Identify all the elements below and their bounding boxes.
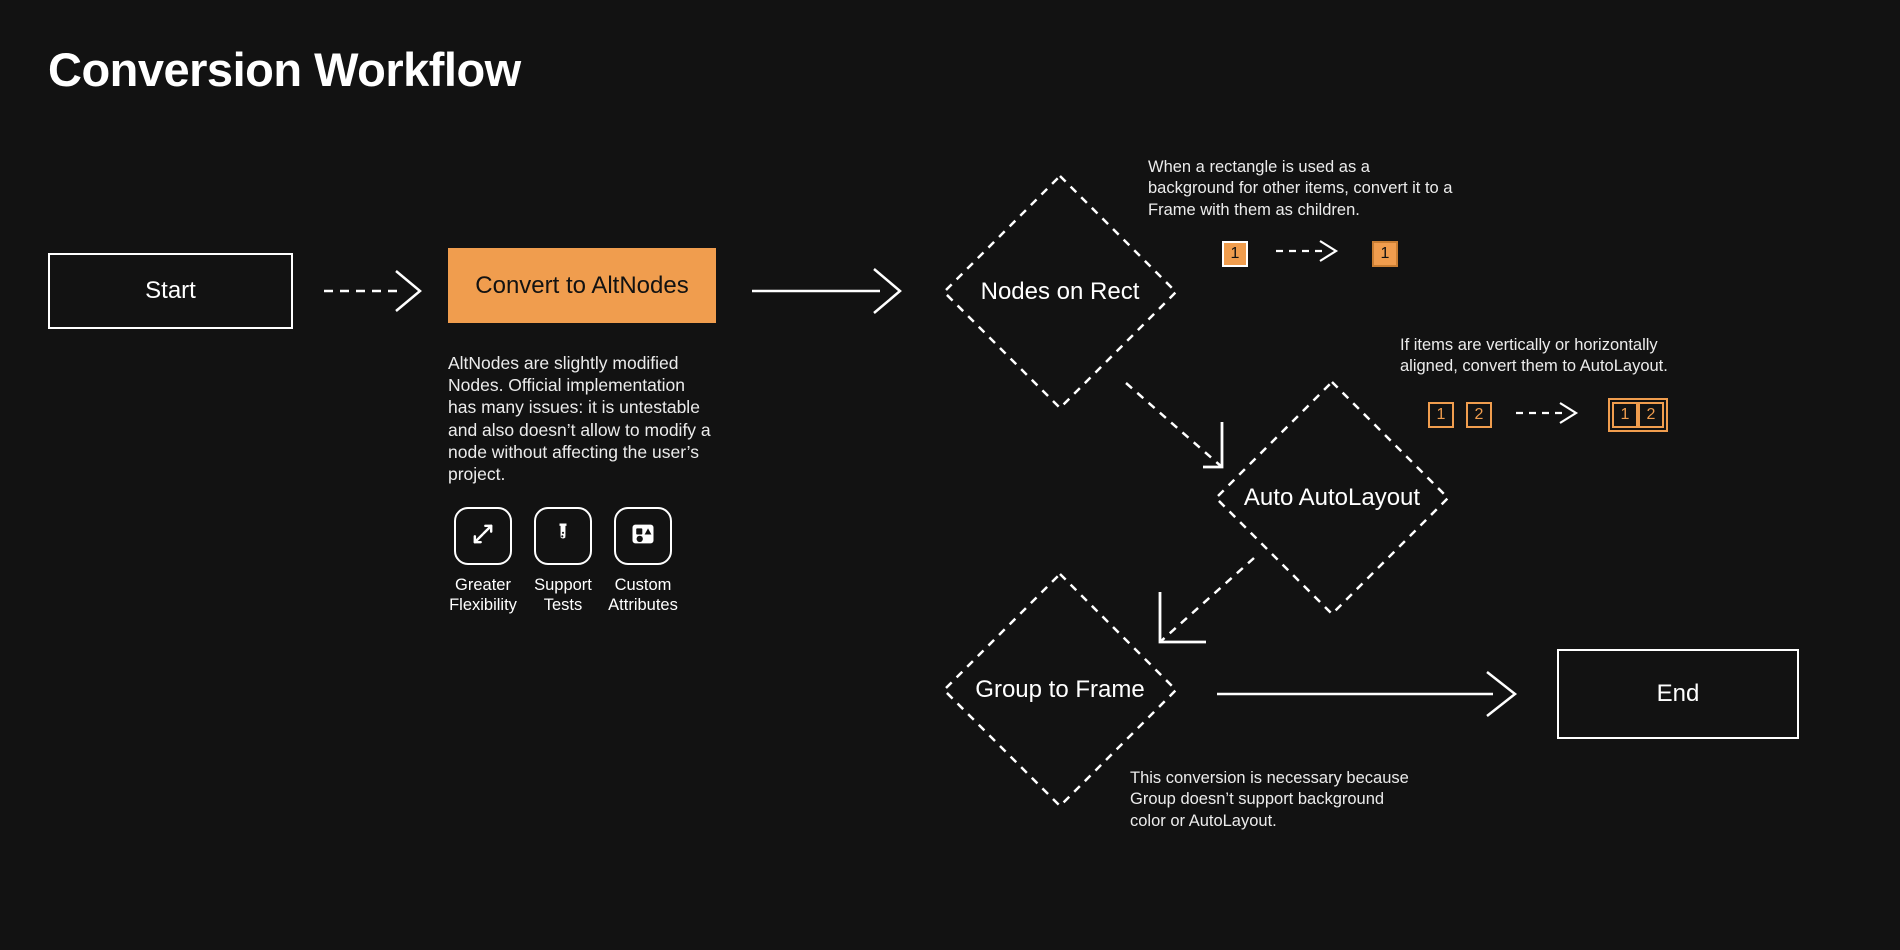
connector-rect-to-autolayout: [1118, 375, 1248, 480]
chip-transform-arrow-icon: [1274, 238, 1346, 269]
feature-badge: [614, 507, 672, 565]
node-group-to-frame[interactable]: Group to Frame: [940, 570, 1180, 810]
chip-before-1: 1: [1428, 402, 1454, 428]
auto-autolayout-note: If items are vertically or horizontally …: [1400, 336, 1668, 376]
diamond-outline-icon: [942, 572, 1178, 808]
expand-arrows-icon: [469, 520, 497, 553]
feature-label-line1: Greater: [455, 576, 511, 594]
group-to-frame-note: This conversion is necessary because Gro…: [1130, 769, 1409, 830]
chip-after-group: 1 2: [1608, 398, 1668, 432]
node-convert-to-altnodes[interactable]: Convert to AltNodes: [448, 248, 716, 323]
feature-badge: [534, 507, 592, 565]
nodes-on-rect-note: When a rectangle is used as a background…: [1148, 158, 1453, 219]
diamond-outline-icon: [942, 174, 1178, 410]
feature-custom-attributes[interactable]: Custom Attributes: [608, 507, 678, 615]
chip-before-1: 1: [1222, 240, 1248, 267]
chip-before-2: 2: [1466, 402, 1492, 428]
feature-greater-flexibility[interactable]: Greater Flexibility: [449, 507, 517, 615]
feature-support-tests[interactable]: Support Tests: [532, 507, 594, 615]
feature-label-line1: Custom: [614, 576, 672, 594]
connector-group-to-end: [1215, 668, 1525, 720]
node-auto-autolayout-label: Auto AutoLayout: [1243, 484, 1421, 511]
chip-after-1: 1: [1612, 402, 1638, 428]
node-end-label: End: [1656, 680, 1700, 707]
node-group-to-frame-label: Group to Frame: [975, 676, 1145, 703]
connector-convert-to-rect: [750, 265, 910, 317]
feature-label-line2: Flexibility: [449, 596, 517, 615]
feature-label: Support Tests: [534, 575, 592, 615]
page-title: Conversion Workflow: [48, 43, 521, 96]
connector-start-to-convert: [320, 268, 430, 314]
feature-list: Greater Flexibility Support Tests: [449, 507, 678, 615]
node-nodes-on-rect[interactable]: Nodes on Rect: [940, 172, 1180, 412]
chip-after-2: 2: [1638, 402, 1664, 428]
chip-after-1: 1: [1372, 240, 1398, 267]
chip-transform-row-autolayout: 1 2 1 2: [1428, 398, 1668, 432]
node-end[interactable]: End: [1557, 649, 1799, 739]
feature-label-line2: Tests: [543, 596, 583, 615]
feature-label: Custom Attributes: [608, 575, 678, 615]
shapes-icon: [629, 520, 657, 553]
node-nodes-on-rect-label: Nodes on Rect: [980, 278, 1140, 305]
connector-autolayout-to-group: [1138, 550, 1268, 655]
test-tube-icon: [549, 520, 577, 553]
node-start-label: Start: [145, 277, 196, 304]
chip-transform-row-rect: 1 1: [1222, 238, 1398, 269]
feature-label-line1: Support: [534, 576, 592, 594]
feature-label-line2: Attributes: [608, 596, 678, 615]
node-start[interactable]: Start: [48, 253, 293, 329]
altnodes-description: AltNodes are slightly modified Nodes. Of…: [448, 353, 711, 485]
node-convert-label: Convert to AltNodes: [475, 271, 689, 299]
feature-badge: [454, 507, 512, 565]
feature-label: Greater Flexibility: [449, 575, 517, 615]
chip-transform-arrow-icon: [1514, 400, 1586, 431]
diamond-outline-icon: [1214, 380, 1450, 616]
node-auto-autolayout[interactable]: Auto AutoLayout: [1212, 378, 1452, 618]
